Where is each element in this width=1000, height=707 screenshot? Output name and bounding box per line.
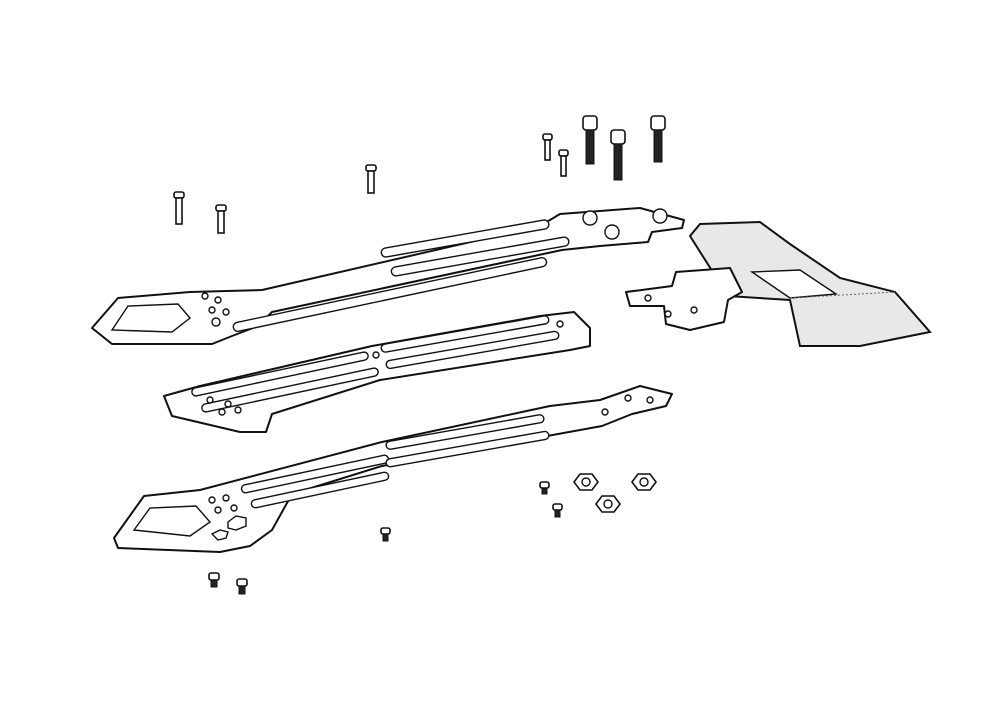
nuts xyxy=(573,473,657,513)
small-screw-icon xyxy=(552,503,563,518)
top-handle-plate xyxy=(91,207,685,345)
pin-icon xyxy=(215,204,227,234)
bolt-icon xyxy=(610,129,626,181)
hex-nut-icon xyxy=(595,495,621,513)
lanyard-hole xyxy=(132,505,212,537)
pin-icon xyxy=(365,164,377,194)
pin-icon xyxy=(173,191,185,225)
lanyard-hole xyxy=(110,303,192,333)
screws xyxy=(173,115,666,595)
small-screw-icon xyxy=(380,527,391,542)
slot xyxy=(380,219,550,258)
pin-icon xyxy=(542,133,553,161)
blade-tang xyxy=(625,220,932,347)
slot xyxy=(232,256,548,333)
small-screw-icon xyxy=(208,572,220,588)
slot xyxy=(250,471,390,509)
slot xyxy=(385,414,545,450)
bottom-handle-plate xyxy=(113,385,673,553)
hex-nut-icon xyxy=(573,473,599,491)
slot xyxy=(385,430,550,468)
slot xyxy=(385,330,560,370)
slot xyxy=(380,315,550,353)
bolt-icon xyxy=(650,115,666,163)
pin-icon xyxy=(558,149,569,177)
slot xyxy=(201,367,379,413)
slot xyxy=(191,351,369,397)
slot xyxy=(390,236,570,277)
bolt-icon xyxy=(582,115,598,165)
small-screw-icon xyxy=(236,578,248,595)
middle-liner-plate xyxy=(163,311,591,433)
small-screw-icon xyxy=(539,481,550,495)
hex-nut-icon xyxy=(631,473,657,491)
